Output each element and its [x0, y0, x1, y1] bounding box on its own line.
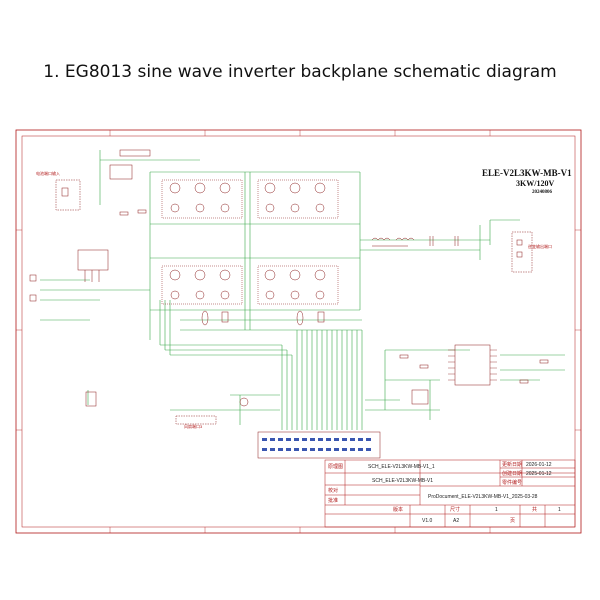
- update-date: 2026-01-12: [526, 462, 552, 468]
- zone-ticks: [16, 130, 581, 533]
- sheet-count: 1: [558, 507, 561, 513]
- title-block-drawn-label: 原理图: [328, 464, 343, 470]
- title-block-component-label: 零件编号: [502, 479, 522, 486]
- board-rating: 3KW/120V: [516, 179, 554, 188]
- main-header-connector: [257, 431, 381, 459]
- battery-connector: [55, 179, 81, 211]
- title-block-sheet-label: 页: [510, 518, 515, 524]
- mosfet-bank-top: [161, 179, 339, 219]
- title-block: 原理图 校对 批准 SCH_ELE-V2L3KW-MB-V1_1 SCH_ELE…: [324, 459, 576, 528]
- sheet-inner-border: [21, 135, 576, 528]
- title-block-approve-label: 批准: [328, 497, 338, 504]
- page-title: 1. EG8013 sine wave inverter backplane s…: [43, 62, 557, 82]
- schematic-sub-name: SCH_ELE-V2L3KW-MB-V1: [372, 478, 433, 484]
- eg8013-controller-ic: [454, 344, 491, 386]
- title-block-size-label: 尺寸: [450, 506, 460, 513]
- create-date: 2025-01-12: [526, 471, 552, 477]
- regulator-ic: [77, 249, 109, 271]
- fan-connector: [175, 415, 217, 425]
- sheet-number: 1: [495, 507, 498, 513]
- mosfet-bank-bottom: [161, 265, 339, 305]
- board-date: 20240806: [532, 190, 553, 195]
- title-block-of-label: 共: [532, 506, 537, 513]
- version-value: V1.0: [422, 518, 433, 524]
- size-value: A2: [453, 518, 459, 524]
- title-block-create-label: 创建日期: [502, 470, 522, 477]
- component-symbols: [29, 149, 549, 425]
- title-block-version-label: 版本: [393, 506, 403, 513]
- document-name: ProDocument_ELE-V2L3KW-MB-V1_2025-03-28: [428, 494, 538, 500]
- wire-net: [40, 150, 565, 430]
- fan-port-label: 风扇端口3: [184, 423, 203, 429]
- title-block-check-label: 校对: [328, 487, 338, 494]
- title-block-update-label: 更新日期: [502, 461, 522, 468]
- battery-port-label: 电池端口输入: [36, 170, 60, 176]
- sheet-border: [15, 129, 582, 534]
- board-name: ELE-V2L3KW-MB-V1: [482, 168, 572, 178]
- schematic-name: SCH_ELE-V2L3KW-MB-V1_1: [368, 464, 435, 470]
- ac-output-connector: [511, 231, 533, 273]
- ac-output-port-label: 逆变输出端口: [528, 243, 552, 249]
